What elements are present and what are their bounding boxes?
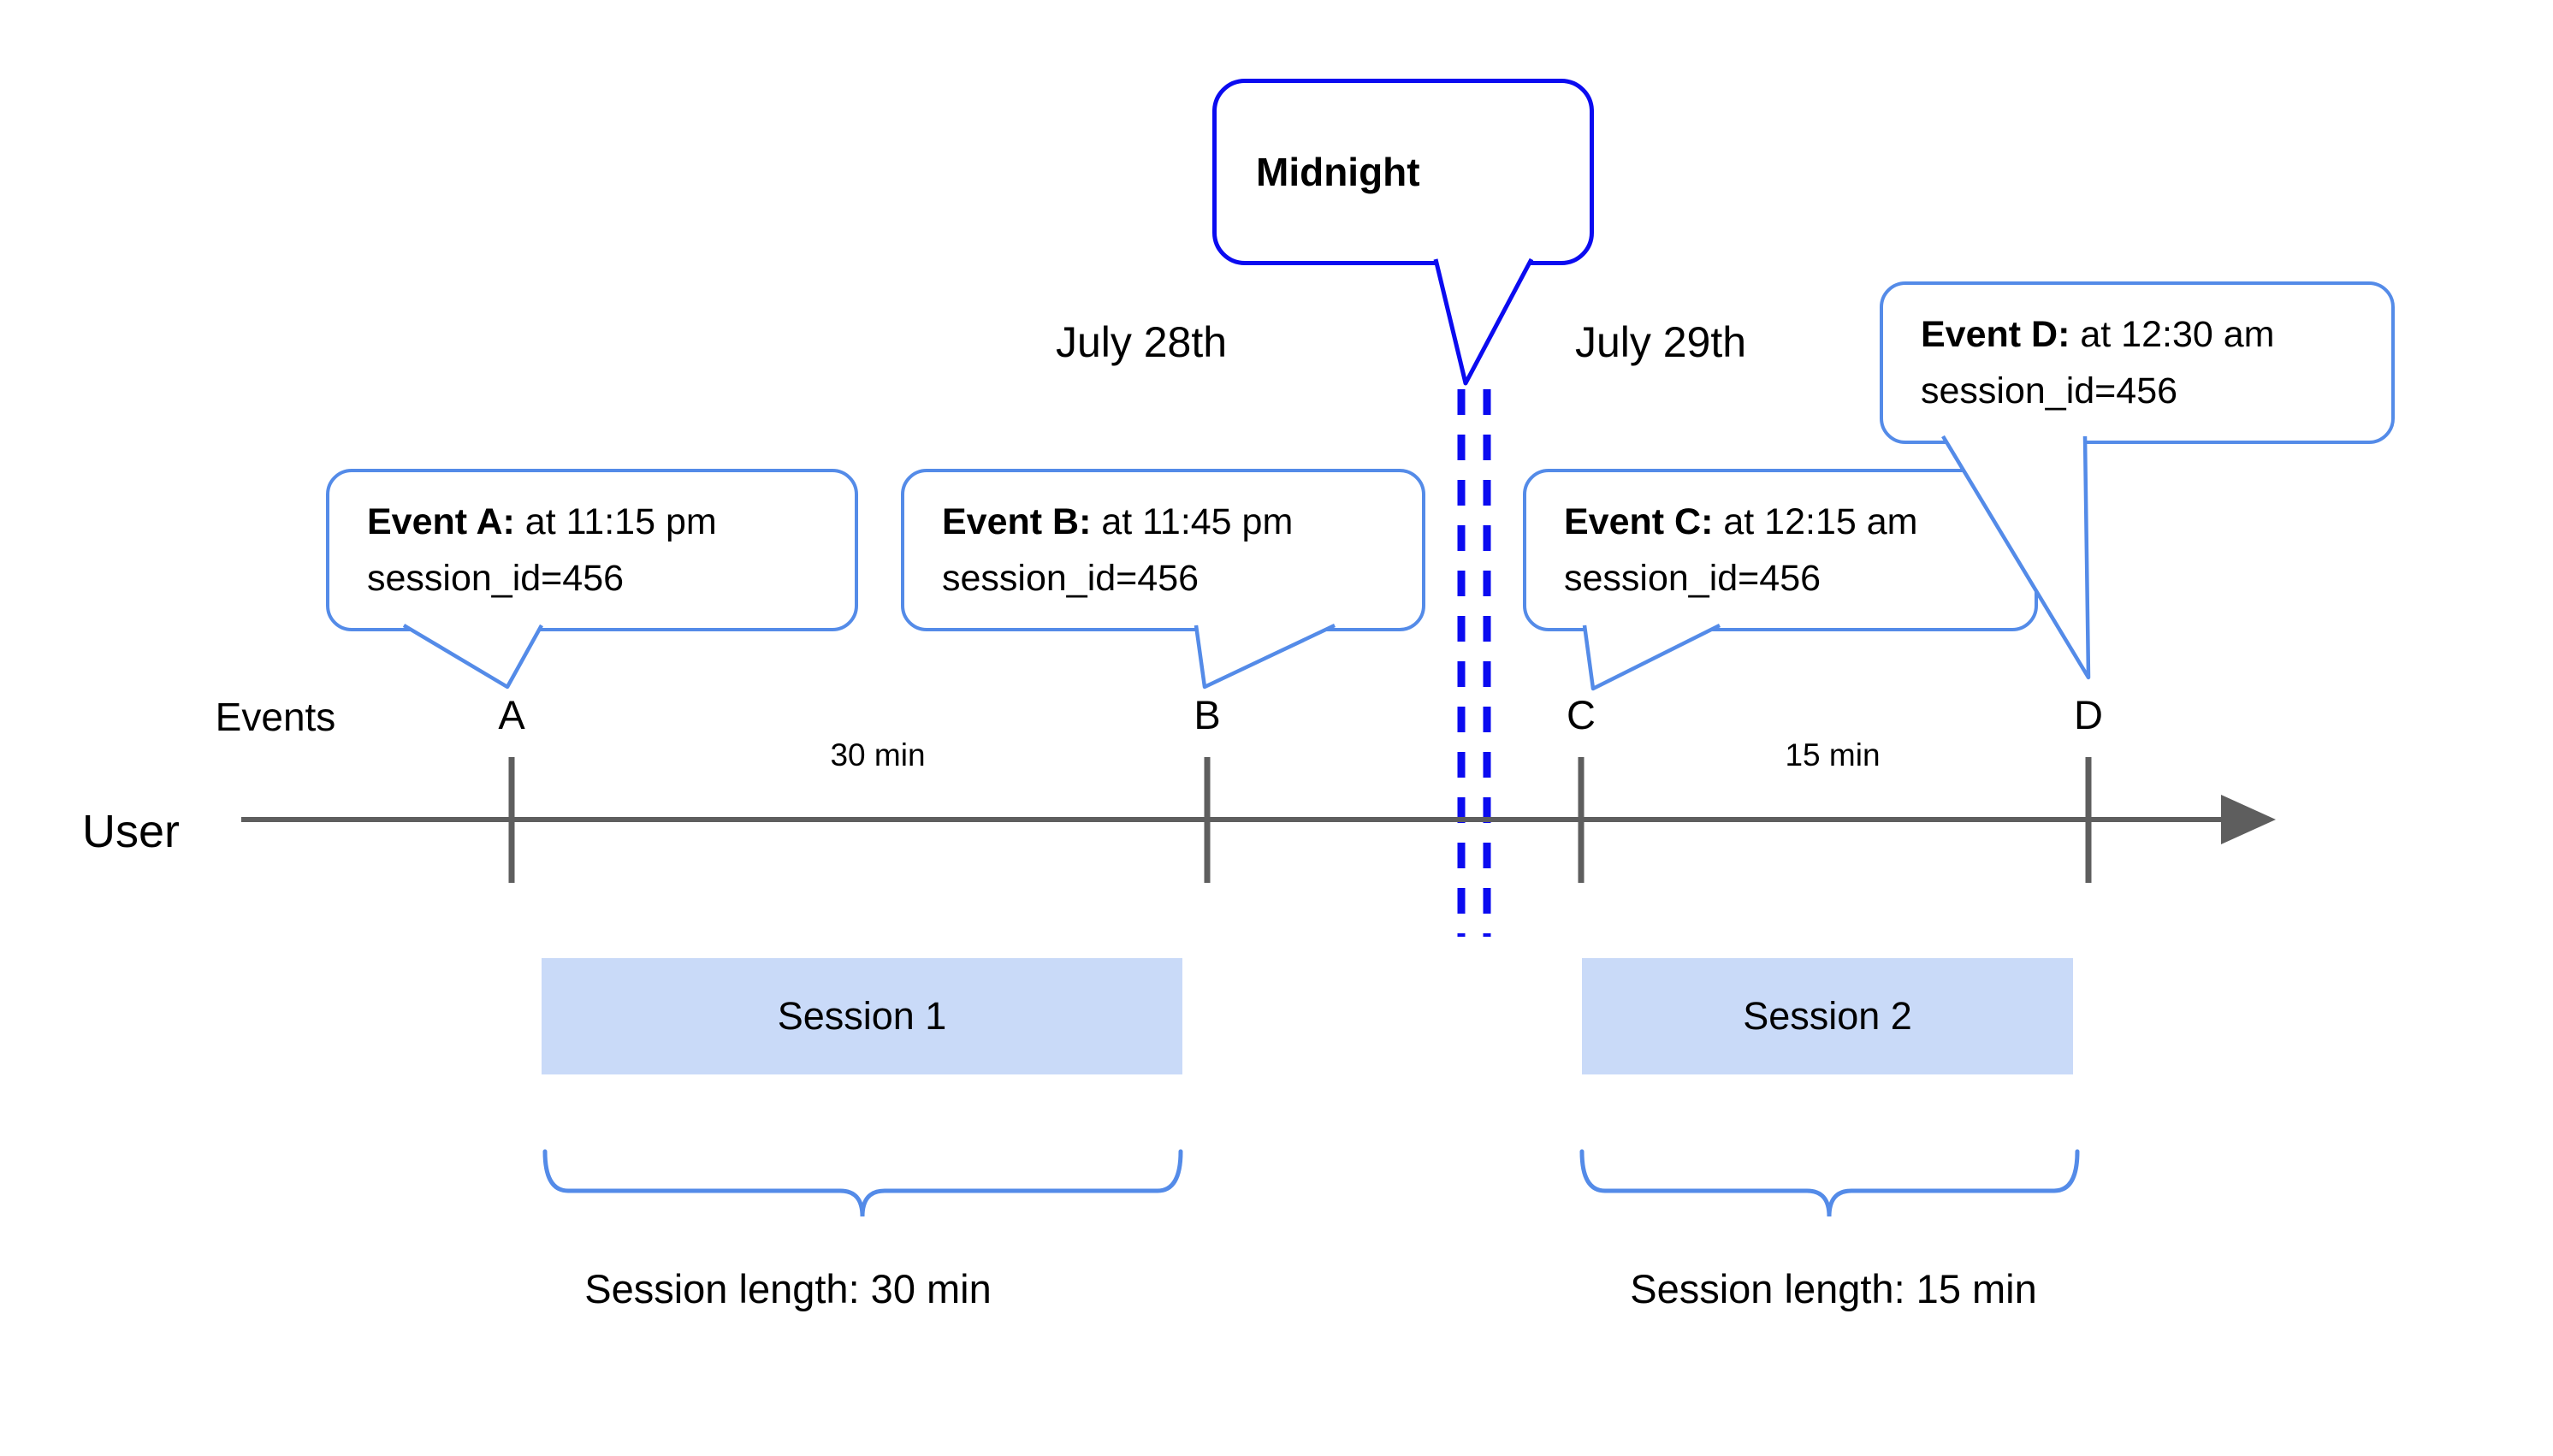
events-row-label: Events [215,695,336,739]
event-c-time: at 12:15 am [1713,501,1918,542]
timeline-arrowhead [2221,795,2276,844]
event-b-time: at 11:45 pm [1091,501,1294,542]
session-1-label: Session 1 [777,994,947,1038]
session-2-label: Session 2 [1743,994,1912,1038]
session-braces [542,1149,2080,1217]
session-1-brace [542,1149,1183,1217]
event-b-callout: Event B: at 11:45 pm session_id=456 [901,469,1425,631]
gap-15min-label: 15 min [1785,737,1881,772]
session-1-box: Session 1 [542,958,1182,1074]
event-c-callout-tail [1582,623,1721,691]
session-2-length-label: Session length: 15 min [1630,1266,2037,1311]
midnight-callout: Midnight [1212,79,1594,265]
marker-label-b: B [1194,692,1221,737]
event-c-callout: Event C: at 12:15 am session_id=456 [1523,469,2038,631]
event-a-session: session_id=456 [367,558,625,599]
midnight-divider-dashed-lines [1457,389,1491,937]
session-2-brace [1579,1149,2080,1217]
event-a-callout-tail [402,624,543,690]
gap-30min-label: 30 min [830,737,926,772]
event-b-callout-tail [1194,623,1336,690]
date-label-july-28: July 28th [1055,318,1228,366]
event-a-callout: Event A: at 11:15 pm session_id=456 [326,469,858,631]
event-c-session: session_id=456 [1564,558,1821,599]
date-label-july-29: July 29th [1574,318,1747,366]
marker-label-c: C [1567,692,1596,737]
event-a-name: Event A: [367,501,515,542]
user-row-label: User [82,806,181,857]
midnight-callout-tail [1433,257,1534,386]
event-tick-marks [508,757,2092,883]
event-b-name: Event B: [942,501,1092,542]
event-a-title: Event A: at 11:15 pm [367,494,855,550]
event-c-name: Event C: [1564,501,1714,542]
event-d-name: Event D: [1921,314,2070,355]
user-timeline-axis [241,795,2276,844]
event-d-callout: Event D: at 12:30 am session_id=456 [1880,281,2395,444]
event-d-title: Event D: at 12:30 am [1921,306,2391,363]
midnight-label: Midnight [1256,150,1420,194]
event-a-time: at 11:15 pm [514,501,717,542]
marker-label-d: D [2074,692,2103,737]
session-1-length-label: Session length: 30 min [584,1266,992,1311]
session-2-box: Session 2 [1582,958,2073,1074]
event-c-title: Event C: at 12:15 am [1564,494,2035,550]
event-d-session: session_id=456 [1921,370,2178,411]
marker-label-a: A [498,692,525,737]
event-b-title: Event B: at 11:45 pm [942,494,1422,550]
event-d-time: at 12:30 am [2070,314,2275,355]
event-b-session: session_id=456 [942,558,1199,599]
